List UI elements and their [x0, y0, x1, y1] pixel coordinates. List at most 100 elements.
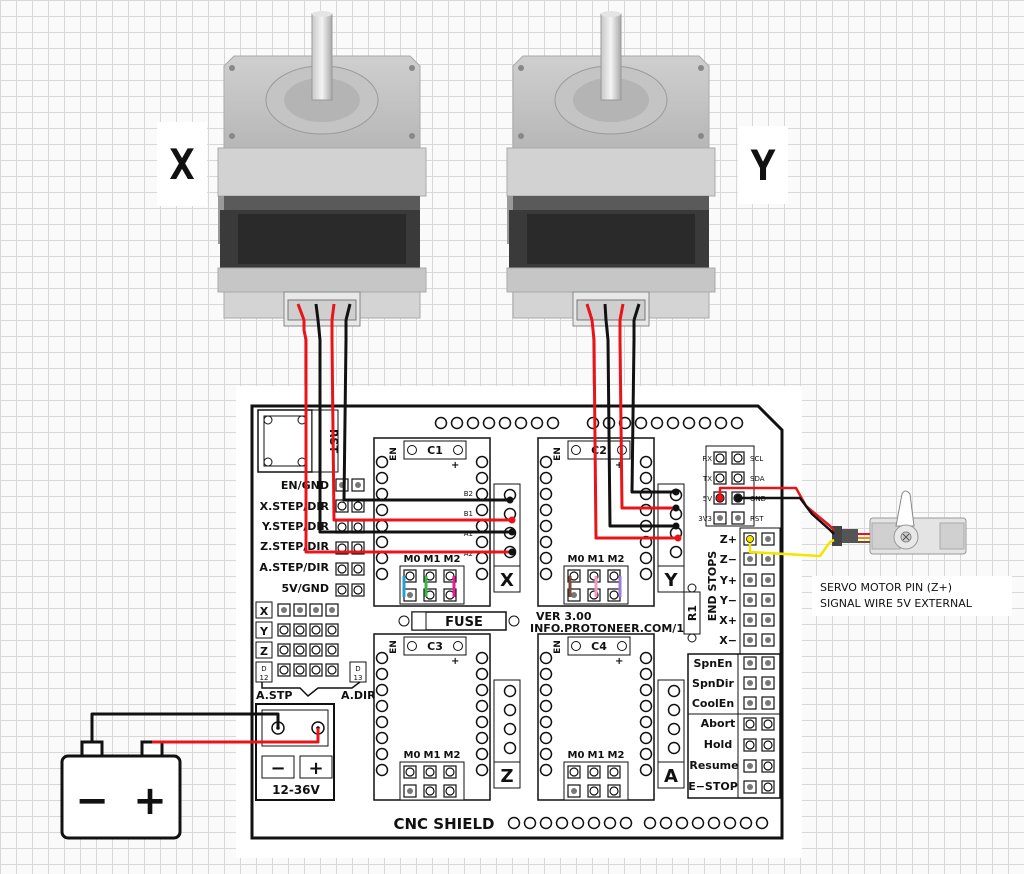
- a-dir-label: A.DIR: [341, 689, 376, 702]
- pin-sda: SDA: [750, 475, 765, 483]
- end-stop-x-minus: X−: [719, 634, 737, 647]
- d13-label-num: 13: [354, 674, 363, 682]
- wire-y-b1: [618, 320, 676, 510]
- coil-a2: A2: [464, 550, 473, 558]
- driver-z: EN C3 + Z M0 M1 M2: [373, 633, 521, 801]
- driver-a-m0: M0: [568, 750, 585, 761]
- power-terminal[interactable]: − + 12-36V: [255, 703, 335, 801]
- driver-y-en: EN: [553, 447, 563, 461]
- battery: − +: [60, 740, 182, 840]
- driver-z-axis: Z: [500, 766, 513, 787]
- svg-text:+: +: [451, 656, 459, 667]
- axis-row-x: X: [260, 605, 269, 618]
- pin-abort: Abort: [701, 717, 736, 730]
- pin-scl: SCL: [750, 455, 763, 463]
- version-label: VER 3.00: [536, 610, 592, 623]
- driver-a-cap: C4: [591, 640, 607, 653]
- motor-y-label: Y: [738, 126, 788, 204]
- cnc-shield-label: CNC SHIELD: [394, 815, 495, 833]
- wire-y-b2: [630, 320, 676, 494]
- wire-y-a2: [590, 319, 678, 540]
- driver-x-en: EN: [389, 447, 399, 461]
- fuse-label: FUSE: [445, 615, 483, 630]
- i2c-header[interactable]: RX TX 5V 3V3 SCL SDA GND RST: [698, 445, 766, 527]
- wire-x-a1: [316, 319, 512, 534]
- d12-label: D: [261, 665, 266, 673]
- reset-button[interactable]: RST: [257, 409, 340, 473]
- driver-z-cap: C3: [427, 640, 443, 653]
- driver-y-m1: M1: [588, 554, 605, 565]
- driver-x-m1: M1: [424, 554, 441, 565]
- driver-z-en: EN: [389, 640, 399, 654]
- end-stop-z-minus: Z−: [720, 553, 737, 566]
- end-stop-z-plus: Z+: [720, 533, 737, 546]
- wires: [90, 303, 870, 744]
- axis-row-y: Y: [259, 625, 269, 638]
- pin-label-5v-gnd: 5V/GND: [281, 582, 329, 595]
- coil-b1: B1: [464, 510, 473, 518]
- driver-y-m2: M2: [608, 554, 625, 565]
- driver-x-m2: M2: [444, 554, 461, 565]
- driver-y-m0: M0: [568, 554, 585, 565]
- axis-clone-jumpers[interactable]: X Y Z D 12 D 13 A.STP A.DIR: [255, 601, 376, 702]
- driver-a-m2: M2: [608, 750, 625, 761]
- pin-resume: Resume: [689, 759, 738, 772]
- svg-text:+: +: [615, 460, 623, 471]
- pin-label-z-step-dir: Z.STEP/DIR: [260, 540, 329, 553]
- power-voltage-label: 12-36V: [272, 783, 320, 797]
- driver-a-en: EN: [553, 640, 563, 654]
- wire-x-b1: [330, 320, 512, 522]
- axis-row-z: Z: [260, 645, 268, 658]
- battery-minus: −: [75, 778, 109, 824]
- driver-y-cap: C2: [591, 444, 607, 457]
- power-minus-label: −: [270, 758, 285, 779]
- coil-b2: B2: [464, 490, 473, 498]
- end-stop-y-minus: Y−: [719, 594, 737, 607]
- pin-tx: TX: [702, 475, 712, 483]
- pin-label-y-step-dir: Y.STEP/DIR: [261, 520, 330, 533]
- stepper-motor-y: [506, 10, 716, 327]
- servo-motor: [832, 490, 967, 555]
- end-stop-x-plus: X+: [719, 614, 737, 627]
- pin-rx: RX: [702, 455, 712, 463]
- pin-spndir: SpnDir: [692, 677, 735, 690]
- end-stop-y-plus: Y+: [719, 574, 737, 587]
- driver-a-axis: A: [664, 766, 678, 787]
- servo-note-line2: SIGNAL WIRE 5V EXTERNAL: [820, 597, 972, 610]
- servo-note-line1: SERVO MOTOR PIN (Z+): [820, 581, 953, 594]
- driver-x-cap: C1: [427, 444, 443, 457]
- pin-rst: RST: [750, 515, 764, 523]
- fuse: FUSE: [398, 611, 520, 631]
- motor-x-label: X: [157, 122, 207, 206]
- url-label: INFO.PROTONEER.COM/1: [530, 622, 684, 635]
- wire-servo-ground: [738, 496, 835, 535]
- wire-y-a1: [604, 319, 676, 528]
- wire-servo-power: [718, 486, 835, 531]
- wire-servo-signal: [748, 538, 835, 558]
- servo-note: SERVO MOTOR PIN (Z+) SIGNAL WIRE 5V EXTE…: [812, 576, 1012, 616]
- battery-plus: +: [133, 778, 167, 824]
- driver-x-axis: X: [500, 570, 514, 591]
- driver-z-m0: M0: [404, 750, 421, 761]
- wire-x-b2: [342, 320, 510, 502]
- power-plus-label: +: [308, 758, 323, 779]
- resistor-r1: R1: [683, 583, 701, 643]
- wire-battery-negative: [90, 712, 280, 742]
- r1-label: R1: [686, 605, 699, 621]
- pin-spnen: SpnEn: [694, 657, 733, 670]
- d12-label-num: 12: [260, 674, 269, 682]
- end-stops-header[interactable]: END STOPS Z+ Z− Y+ Y− X+ X−: [706, 527, 781, 655]
- driver-x-m0: M0: [404, 554, 421, 565]
- svg-text:+: +: [451, 460, 459, 471]
- a-stp-label: A.STP: [256, 689, 292, 702]
- pin-3v3: 3V3: [698, 515, 712, 523]
- driver-a-m1: M1: [588, 750, 605, 761]
- driver-y-axis: Y: [663, 570, 678, 591]
- d13-label: D: [355, 665, 360, 673]
- driver-a: EN C4 + A M0 M1 M2: [537, 633, 685, 801]
- end-stops-label: END STOPS: [706, 551, 719, 622]
- pin-5v: 5V: [703, 495, 712, 503]
- pin-label-a-step-dir: A.STEP/DIR: [259, 561, 329, 574]
- control-pins-header[interactable]: SpnEn SpnDir CoolEn Abort Hold Resume E−…: [687, 653, 781, 799]
